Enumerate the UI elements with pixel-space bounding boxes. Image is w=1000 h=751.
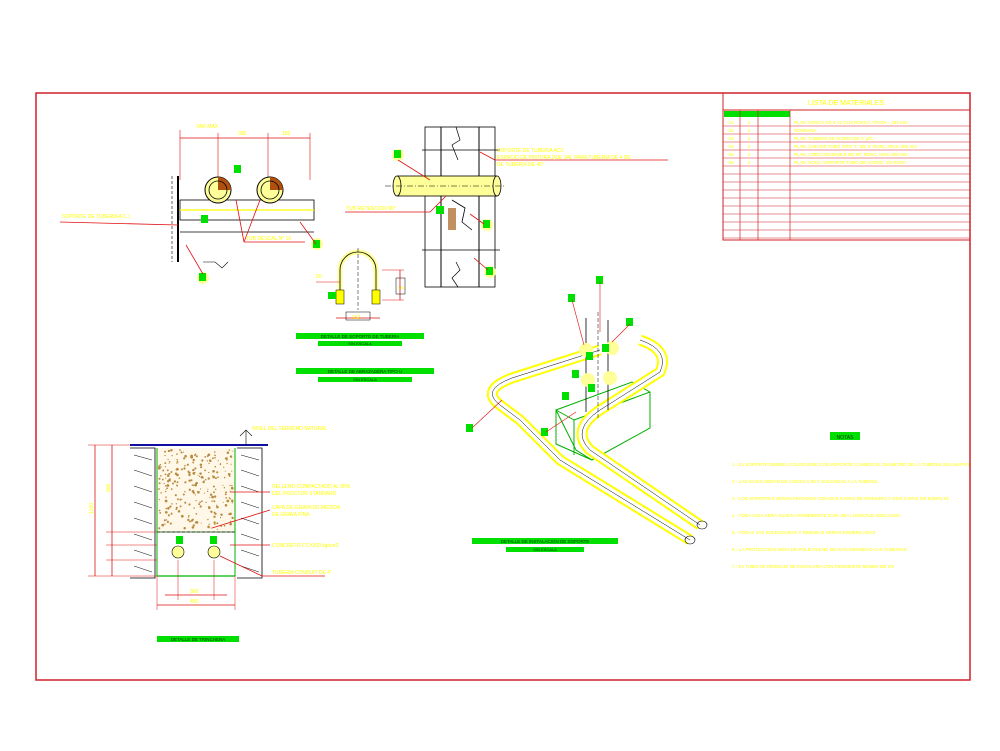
ubolt-dim-side: 50 xyxy=(316,274,322,280)
pipe-trench-label: TUBERIA CONDUIT DE 4" xyxy=(272,570,332,576)
materials-cell: PLAN. GUIA DE TUBO TIPO "L" DE 4" ROSC, … xyxy=(794,144,917,149)
concrete-label: CONCRETO F'C=200 kg/cm2 xyxy=(272,543,339,549)
materials-table-title: LISTA DE MATERIALES xyxy=(808,100,884,107)
materials-cell: 2 xyxy=(748,152,751,157)
dim-total: VAR MAX xyxy=(196,124,219,130)
title-detail-1: DETALLE DE SOPORTE DE TUBERIA SIN ESCALA xyxy=(296,333,424,346)
materials-cell: 01 xyxy=(728,120,734,125)
title-isometric: DETALLE DE INSTALACION DE SOPORTE SIN ES… xyxy=(472,538,618,552)
ubolt-dim-h: 150 xyxy=(398,285,405,290)
title-trench-text: DETALLE DE TRINCHERA xyxy=(171,637,226,642)
title-detail-2-text: DETALLE DE ABRAZADERA TIPO U xyxy=(328,369,403,374)
materials-cell: 2 xyxy=(748,160,751,165)
detail-u-bolt: 152 150 50 xyxy=(316,248,405,321)
materials-cell: 02 xyxy=(728,128,734,133)
title-trench: DETALLE DE TRINCHERA xyxy=(157,636,239,642)
materials-cell: PLAN. CODO SOLDABLE DE 90° ROSC. MAX=300… xyxy=(794,152,908,157)
trench-height-dim: 900 xyxy=(106,483,112,492)
guide-left-label: TUB DESCAL N° 10 xyxy=(246,236,291,242)
title-iso-text: DETALLE DE INSTALACION DE SOPORTE xyxy=(501,539,590,544)
fill-label-2: CAPA DE GRAVA DE MEDIDA xyxy=(272,505,341,511)
materials-cell: 1 xyxy=(748,136,751,141)
note-item: 3.- LOS SOPORTES SERAN PINTADOS CON DOS … xyxy=(732,496,949,501)
materials-cell: 1 xyxy=(748,128,751,133)
dim-a: 300 xyxy=(238,131,247,137)
note-item: 2.- LAS GUIAS SERAN DE ACERO A-36 Y SOLD… xyxy=(732,479,879,484)
note-item: 1.- EL SOPORTE DEBERA COLOCARSE CON SOPO… xyxy=(732,462,970,467)
fill-label-1b: DEL PROCTOR STANDARD xyxy=(272,491,337,497)
sheet-border xyxy=(35,92,971,681)
ubolt-dim-w: 152 xyxy=(352,315,361,321)
note-item: 6.- LA PROTECCION SERA DE POLIETILENO DE… xyxy=(732,547,907,552)
dim-b: 150 xyxy=(282,131,291,137)
notes-block: NOTAS 1.- EL SOPORTE DEBERA COLOCARSE CO… xyxy=(732,432,970,569)
notes-title: NOTAS xyxy=(837,435,855,441)
title-iso-sub: SIN ESCALA xyxy=(533,547,557,552)
materials-cell: RONDANA xyxy=(794,128,817,133)
guide-mid-label: TUB RETENCION 90° xyxy=(346,206,396,212)
detail-column-support: SOPORTE DE TUBERIA ACC ESPACIO DE PINTUR… xyxy=(345,126,668,288)
detail-trench: 1200 900 450 300 NIVEL DEL TERRENO NATUR… xyxy=(88,426,351,610)
pipe-support-label-3: DE TUBERIA DE 45° xyxy=(497,162,544,168)
ground-level-label: NIVEL DEL TERRENO NATURAL xyxy=(252,426,328,432)
title-detail-2: DETALLE DE ABRAZADERA TIPO U SIN ESCALA xyxy=(296,368,434,382)
materials-cell: 05 xyxy=(728,152,734,157)
trench-total-dim: 1200 xyxy=(89,503,95,514)
materials-cell: 1 xyxy=(748,120,751,125)
detail-wall-support: VAR MAX 300 150 SOPORTE DE TUBERIA A.C.I… xyxy=(59,124,323,284)
pipe-support-label: SOPORTE DE TUBERIA ACC xyxy=(497,148,564,154)
materials-cell: PLAN. ROSCA 1/2 X 12 CLM ROSCA, TRATA = … xyxy=(794,120,908,125)
materials-cell: 2 xyxy=(748,144,751,149)
trench-width-b: 300 xyxy=(190,589,199,595)
note-item: 5.- TODAS LAS SOLDADURAS Y REBABAS SERAN… xyxy=(732,530,875,535)
materials-cell: 04 xyxy=(728,144,734,149)
materials-cell: PLAN. SOLD. SOPORTE TUBO DE ACERO, 1/2 R… xyxy=(794,160,907,165)
materials-cell: 06 xyxy=(728,160,734,165)
fill-label-2b: DE GRAVA FINA xyxy=(272,512,310,518)
materials-cell: 03 xyxy=(728,136,734,141)
fill-label-1: RELLENO COMPACTADO AL 95% xyxy=(272,484,351,490)
pipe-support-label-2: ESPACIO DE PINTURA QUE VAL PARA TUBERIA … xyxy=(497,155,631,161)
trench-width-a: 450 xyxy=(190,599,199,605)
detail-isometric xyxy=(466,276,708,545)
materials-table: LISTA DE MATERIALES 01 1 PLAN. ROSCA 1/2 X… xyxy=(722,92,971,241)
title-detail-1-sub: SIN ESCALA xyxy=(348,341,372,346)
note-item: 4.- TODA GUIA SERA SUJETA FIRMEMENTE CON… xyxy=(732,513,901,518)
title-detail-2-sub: SIN ESCALA xyxy=(353,377,377,382)
wall-support-label: SOPORTE DE TUBERIA A.C.I. xyxy=(62,214,131,220)
materials-cell: PLAN. TUBERIA DE ACERO DE 4" g/C xyxy=(794,136,874,141)
title-detail-1-text: DETALLE DE SOPORTE DE TUBERIA xyxy=(321,334,400,339)
note-item: 7.- EL TUBO DE DRENAJE SE INSTALARA CON … xyxy=(732,564,894,569)
